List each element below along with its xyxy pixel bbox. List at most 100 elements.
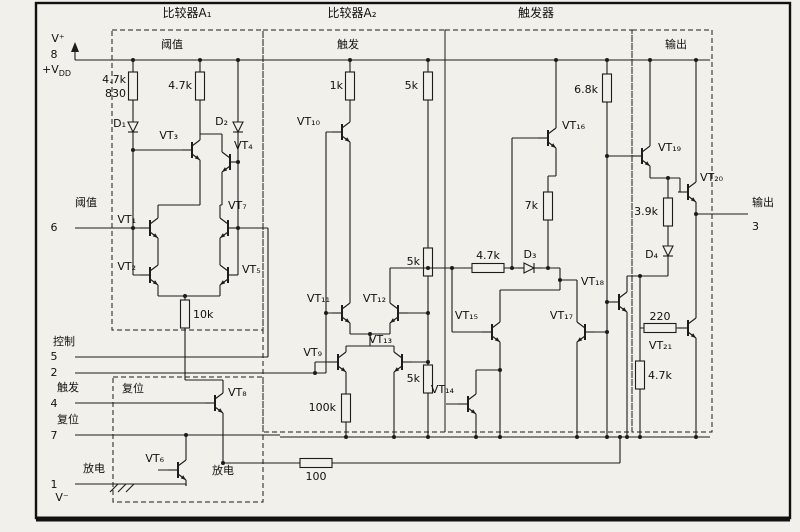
pin-discharge-label: 放电 xyxy=(83,461,105,475)
transistor-vt1 xyxy=(139,211,159,245)
transistor-vt11 xyxy=(331,296,351,330)
resistor-100-label: 100 xyxy=(306,470,327,483)
sublabel-trigger: 触发 xyxy=(337,37,359,51)
resistor-3k9-label: 3.9k xyxy=(634,205,658,218)
resistor-4k7-d xyxy=(634,360,646,390)
resistor-4k7-c-label: 4.7k xyxy=(476,249,500,262)
pin-control-label: 控制 xyxy=(53,334,75,348)
transistor-vt21 xyxy=(677,311,697,345)
transistor-vt8 xyxy=(204,386,224,420)
transistor-vt6-label: VT₆ xyxy=(145,452,164,465)
pin-6-number: 6 xyxy=(51,221,58,234)
transistor-vt9-label: VT₉ xyxy=(303,346,322,359)
diode-d2-label: D₂ xyxy=(215,115,228,128)
pin-reset-label: 复位 xyxy=(57,412,79,426)
sublabel-output: 输出 xyxy=(665,37,687,51)
transistor-vt13-label: VT₁₃ xyxy=(369,333,392,346)
pin-2-number: 2 xyxy=(51,366,58,379)
diode-symbols xyxy=(127,115,674,274)
diode-d4-label: D₄ xyxy=(645,248,658,261)
resistor-5k-low-label: 5k xyxy=(407,372,421,385)
pin-trigger-label: 触发 xyxy=(57,380,79,394)
resistor-5k-mid-label: 5k xyxy=(407,255,421,268)
sublabel-threshold: 阈值 xyxy=(161,37,183,51)
title-flipflop: 触发器 xyxy=(518,5,554,20)
transistor-vt14 xyxy=(457,387,477,421)
block-comparator-a2 xyxy=(262,29,446,433)
transistor-vt2-label: VT₂ xyxy=(117,260,136,273)
resistor-symbols xyxy=(127,71,677,469)
transistor-vt18-label: VT₁₈ xyxy=(581,275,605,288)
reset-box-label: 复位 xyxy=(122,381,144,395)
resistor-220 xyxy=(643,322,677,334)
resistor-1k-label: 1k xyxy=(330,79,344,92)
resistor-5k-mid xyxy=(422,247,434,277)
resistor-100 xyxy=(299,457,333,469)
transistor-vt1-label: VT₁ xyxy=(117,213,136,226)
transistor-vt17 xyxy=(576,315,596,349)
resistor-5k-top xyxy=(422,71,434,101)
ground-hatch-icon xyxy=(109,483,135,493)
pin-3-number: 3 xyxy=(752,220,759,233)
resistor-3k9 xyxy=(662,197,674,227)
resistor-6k8-label: 6.8k xyxy=(574,83,598,96)
transistor-vt14-label: VT₁₄ xyxy=(431,383,455,396)
title-comparator-a1: 比较器A₁ xyxy=(162,5,211,20)
transistor-vt6 xyxy=(167,453,187,487)
pin-7-number: 7 xyxy=(51,429,58,442)
resistor-4k7-b-label: 4.7k xyxy=(168,79,192,92)
resistor-5k-top-label: 5k xyxy=(405,79,419,92)
annotation-830-label: 830 xyxy=(105,87,126,100)
resistor-10k-label: 10k xyxy=(193,308,214,321)
transistor-vt12 xyxy=(389,296,409,330)
vdd-sub: DD xyxy=(59,69,71,78)
diode-d1 xyxy=(127,115,139,141)
resistor-6k8 xyxy=(601,73,613,103)
resistor-4k7-a-label: 4.7k xyxy=(102,73,126,86)
resistor-10k xyxy=(179,299,191,329)
transistor-vt15-label: VT₁₅ xyxy=(455,309,478,322)
block-output-stage xyxy=(631,29,713,433)
transistor-vt19 xyxy=(631,139,651,173)
vdd-main: +V xyxy=(42,63,59,76)
transistor-vt21-label: VT₂₁ xyxy=(649,339,672,352)
transistor-vt10-label: VT₁₀ xyxy=(297,115,321,128)
title-comparator-a2: 比较器A₂ xyxy=(327,5,376,20)
diode-d2 xyxy=(232,115,244,141)
discharge-inner-label: 放电 xyxy=(212,463,234,477)
resistor-4k7-a xyxy=(127,71,139,101)
block-flipflop xyxy=(444,29,633,433)
pin-vdd-label: +VDD xyxy=(42,63,71,78)
transistor-vt3 xyxy=(181,133,201,167)
transistor-vt20-label: VT₂₀ xyxy=(700,171,724,184)
resistor-7k xyxy=(542,191,554,221)
transistor-vt15 xyxy=(481,315,501,349)
resistor-1k xyxy=(344,71,356,101)
transistor-vt7-label: VT₇ xyxy=(228,199,247,212)
transistor-vt11-label: VT₁₁ xyxy=(307,292,330,305)
pin-5-number: 5 xyxy=(51,350,58,363)
transistor-vt17-label: VT₁₇ xyxy=(550,309,573,322)
transistor-vt20 xyxy=(677,175,697,209)
resistor-220-label: 220 xyxy=(650,310,671,323)
pin-8-number: 8 xyxy=(51,48,58,61)
pin-vplus-label: V⁺ xyxy=(51,32,65,45)
block-comparator-a1 xyxy=(111,29,264,331)
resistor-100k xyxy=(340,393,352,423)
transistor-vt2 xyxy=(139,258,159,292)
block-reset-discharge xyxy=(112,376,264,503)
diode-d3-label: D₃ xyxy=(524,248,537,261)
transistor-vt16 xyxy=(537,121,557,155)
resistor-7k-label: 7k xyxy=(525,199,539,212)
transistor-vt10 xyxy=(331,115,351,149)
junction-dots xyxy=(131,58,698,465)
pin-4-number: 4 xyxy=(51,397,58,410)
transistor-vt4-label: VT₄ xyxy=(234,139,253,152)
transistor-vt5 xyxy=(219,258,239,292)
resistor-4k7-c xyxy=(471,262,505,274)
pin-output-label: 输出 xyxy=(752,195,774,209)
pin-threshold-label: 阈值 xyxy=(75,195,97,209)
transistor-vt5-label: VT₅ xyxy=(242,263,261,276)
diode-d4 xyxy=(662,239,674,265)
